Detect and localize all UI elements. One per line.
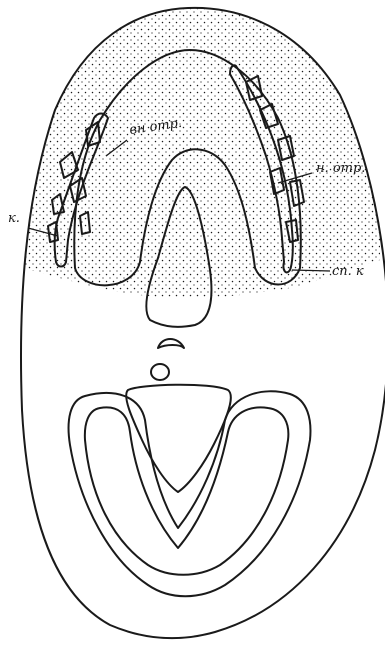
lower-middle-v-layer [85, 407, 289, 574]
label-outer-layer: н. отр. [316, 161, 365, 176]
inner-triangle-layer [126, 385, 231, 492]
small-crescent [158, 339, 184, 348]
small-round-body [151, 364, 169, 380]
label-channel: к. [8, 211, 20, 226]
label-cavity: сп. к [332, 264, 364, 279]
